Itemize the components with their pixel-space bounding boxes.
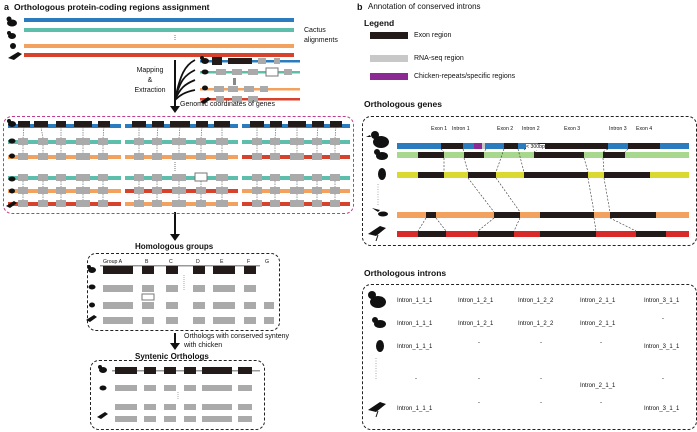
legend-title: Legend: [364, 18, 395, 28]
intron-cell: Intron_1_2_2: [518, 298, 554, 304]
group-label-g: G: [265, 259, 270, 265]
syntenic-orthologs-title: Syntenic Orthologs: [135, 352, 209, 361]
intron-cell: -: [415, 376, 417, 382]
intron-cell: -: [478, 376, 480, 382]
intron-cell: Intron_2_1_1: [580, 298, 616, 304]
intron-cell: Intron_3_1_1: [644, 298, 680, 304]
legend-swatches: [370, 32, 408, 80]
intron-cell: Intron_1_1_1: [397, 321, 433, 327]
intron-cell: -: [540, 340, 542, 346]
intron-cell: Intron_1_1_1: [397, 298, 433, 304]
intron-cell: -: [540, 376, 542, 382]
intron-cell: Intron_3_1_1: [644, 344, 680, 350]
group-label-f: F: [247, 259, 251, 265]
intron-cell: Intron_3_1_1: [644, 406, 680, 412]
feature-exon-2: Exon 2: [497, 126, 514, 132]
gene-model-rows: [200, 57, 300, 102]
mapping-extraction-label: Mapping & Extraction: [134, 67, 166, 94]
group-label-b: B: [145, 259, 149, 265]
feature-exon-1: Exon 1: [431, 126, 448, 132]
legend-rnaseq-label: RNA-seq region: [414, 55, 464, 62]
homologous-groups-box: [87, 253, 280, 331]
genomic-coordinates-blocks: [8, 121, 350, 207]
orthologous-introns-title: Orthologous introns: [364, 268, 447, 278]
intron-cell: -: [662, 376, 664, 382]
orthologs-synteny-label: Orthologs with conserved synteny with ch…: [184, 333, 290, 349]
bp-label: < 300bp: [526, 144, 545, 150]
group-label-c: C: [169, 259, 173, 265]
intron-cell: -: [600, 400, 602, 406]
intron-cell: Intron_1_2_1: [458, 298, 494, 304]
feature-intron-2: Intron 2: [522, 126, 540, 132]
genomic-coordinates-box: [3, 116, 354, 214]
homologous-groups-content: [100, 265, 274, 324]
intron-cell: -: [540, 400, 542, 406]
feature-intron-3: Intron 3: [609, 126, 627, 132]
group-label-e: E: [220, 259, 224, 265]
feature-exon-3: Exon 3: [564, 126, 581, 132]
intron-cell: -: [662, 316, 664, 322]
intron-cell: Intron_1_2_1: [458, 321, 494, 327]
syntenic-orthologs-box: [90, 360, 265, 430]
intron-cell: Intron_1_1_1: [397, 406, 433, 412]
cactus-alignments-label: Cactus alignments: [304, 27, 338, 44]
syntenic-orthologs-content: [112, 367, 260, 422]
intron-cell: Intron_2_1_1: [580, 383, 616, 389]
orthologous-genes-box: [362, 116, 697, 246]
genomic-coordinates-label: Genomic coordinates of genes: [180, 101, 275, 108]
legend-exon-label: Exon region: [414, 32, 452, 39]
panel-b-letter: b: [357, 2, 363, 12]
orthologous-genes-title: Orthologous genes: [364, 99, 442, 109]
cactus-alignments: [24, 18, 294, 57]
legend-chicken-label: Chicken-repeats/specific regions: [414, 73, 516, 80]
panel-a-title: Orthologous protein-coding regions assig…: [14, 2, 210, 12]
intron-cell: -: [600, 340, 602, 346]
feature-exon-4: Exon 4: [636, 126, 653, 132]
panel-b-title: Annotation of conserved introns: [368, 2, 481, 11]
intron-cell: -: [478, 400, 480, 406]
intron-cell: Intron_1_2_2: [518, 321, 554, 327]
group-label-a: Group A: [103, 259, 123, 265]
feature-intron-1: Intron 1: [452, 126, 470, 132]
intron-cell: Intron_1_1_1: [397, 344, 433, 350]
homologous-groups-title: Homologous groups: [135, 242, 214, 251]
intron-cell: -: [478, 340, 480, 346]
group-label-d: D: [196, 259, 200, 265]
intron-cell: Intron_2_1_1: [580, 321, 616, 327]
panel-a-letter: a: [4, 2, 10, 12]
bird-icons-b: [366, 131, 389, 418]
